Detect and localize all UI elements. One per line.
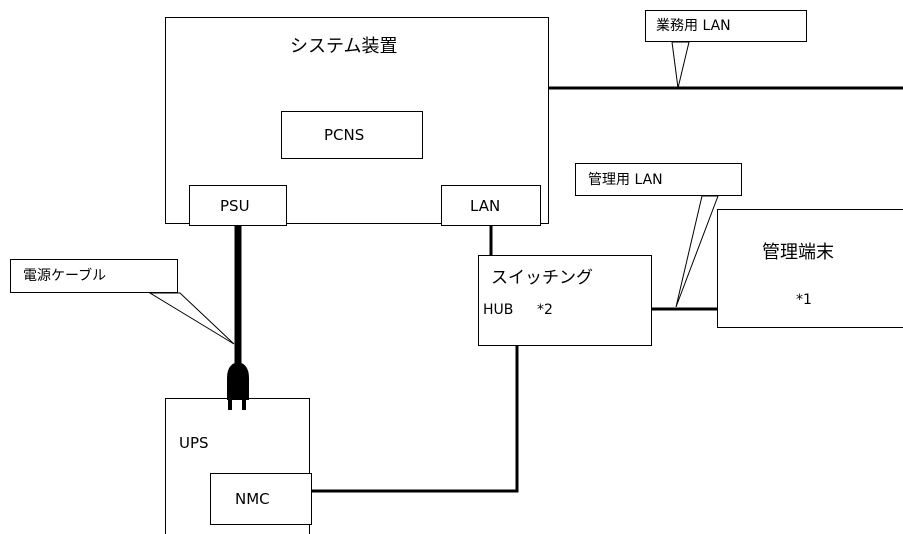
power-cable-callout-pointer	[148, 292, 235, 345]
business-lan-label: 業務用 LAN	[656, 18, 731, 34]
management-lan-callout: 管理用 LAN	[575, 163, 742, 196]
switching-hub-note: *2	[537, 302, 553, 318]
psu-port-box: PSU	[189, 185, 287, 226]
business-lan-callout-pointer	[671, 41, 690, 89]
business-lan-callout: 業務用 LAN	[645, 10, 807, 42]
hub-to-nmc-line	[312, 346, 519, 493]
nmc-box: NMC	[210, 473, 312, 525]
ups-label: UPS	[179, 434, 209, 452]
power-plug-icon	[227, 362, 249, 410]
switching-hub-sublabel: HUB	[483, 302, 514, 318]
psu-label: PSU	[220, 197, 250, 215]
management-terminal-box	[717, 209, 903, 328]
system-device-title: システム装置	[290, 36, 398, 57]
switching-hub-box: スイッチング HUB *2	[478, 255, 652, 346]
management-lan-callout-pointer	[675, 195, 719, 308]
pcns-box: PCNS	[281, 111, 423, 159]
pcns-label: PCNS	[324, 126, 365, 144]
management-lan-label: 管理用 LAN	[588, 172, 663, 188]
power-cable-label: 電源ケーブル	[23, 268, 107, 284]
management-terminal-title: 管理端末	[762, 242, 834, 263]
power-cable-callout: 電源ケーブル	[10, 259, 178, 293]
lan-port-box: LAN	[441, 185, 541, 226]
lan-port-label: LAN	[470, 197, 501, 215]
switching-hub-title: スイッチング	[491, 268, 593, 288]
nmc-label: NMC	[235, 490, 270, 508]
management-terminal-note: *1	[796, 292, 812, 308]
